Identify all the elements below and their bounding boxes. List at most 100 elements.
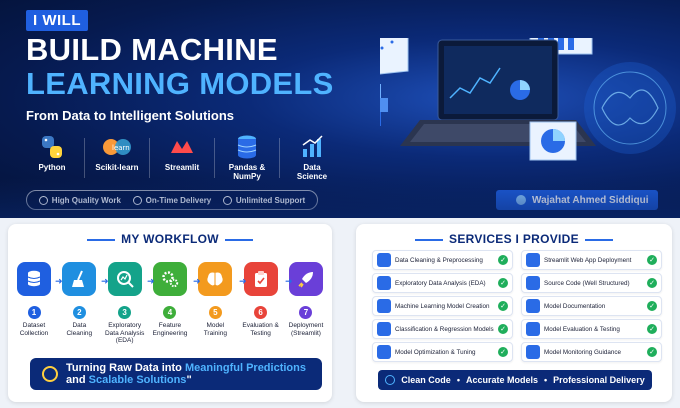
gauge-icon [377,345,391,359]
check-icon: ✓ [498,255,508,265]
tech-data-science: Data Science [286,134,338,181]
service-label: Streamlit Web App Deployment [544,256,632,264]
author-name: Wajahat Ahmed Siddiqui [532,194,649,206]
workflow-card: MY WORKFLOW 1 Dataset Collection 2 Data … [8,224,332,402]
service-label: Data Cleaning & Preprocessing [395,256,483,264]
step-label: Dataset Collection [19,322,49,337]
step-label: Data Cleaning [66,322,93,337]
services-footer: Clean Code • Accurate Models • Professio… [378,370,652,390]
service-label: Exploratory Data Analysis (EDA) [395,279,486,287]
brain-icon [198,262,233,296]
services-title: SERVICES I PROVIDE [356,232,672,246]
footer-item: Professional Delivery [553,375,645,385]
divider [279,138,280,178]
workflow-title: MY WORKFLOW [8,232,332,246]
service-item: Exploratory Data Analysis (EDA)✓ [372,273,513,293]
tech-python: Python [26,134,78,181]
service-label: Model Evaluation & Testing [544,325,620,333]
step-number: 5 [208,306,222,319]
check-icon: ✓ [498,324,508,334]
service-label: Model Optimization & Tuning [395,348,476,356]
laptop-illustration [380,38,676,161]
database-icon [232,134,262,160]
database-icon [17,262,51,296]
magnifier-chart-icon [107,262,142,296]
check-icon: ✓ [498,347,508,357]
divider [149,138,150,178]
tagline-text: Turning Raw Data into Meaningful Predict… [66,362,306,386]
headline-line1: BUILD MACHINE [26,32,278,67]
step-label: Feature Engineering [152,322,188,337]
step-number: 6 [254,306,268,319]
pie-chart-icon [529,121,577,161]
workflow-step: 2 Data Cleaning [57,262,101,345]
streamlit-icon [167,134,197,160]
subtitle: From Data to Intelligent Solutions [26,108,234,123]
python-icon [37,134,67,160]
tech-streamlit: Streamlit [156,134,208,181]
step-number: 1 [27,306,41,319]
service-item: Machine Learning Model Creation✓ [372,296,513,316]
services-column-right: Streamlit Web App Deployment ✓ Source Cod… [521,250,662,362]
service-label: Classification & Regression Models [395,325,494,333]
tagline-part: " [186,374,192,386]
step-number: 2 [72,306,86,319]
tagline-part: Turning Raw Data into [66,362,185,374]
tech-label: Pandas & NumPy [228,163,266,181]
service-label: Machine Learning Model Creation [395,302,490,310]
step-label: Evaluation & Testing [242,322,279,337]
workflow-steps: 1 Dataset Collection 2 Data Cleaning 3 E… [12,262,328,345]
hero-banner: I WILL BUILD MACHINE LEARNING MODELS Fro… [0,0,680,218]
arrow-icon: ➜ [147,276,155,286]
cloud-icon [526,253,540,267]
footer-item: Accurate Models [465,375,538,385]
arrow-icon: ➜ [285,276,293,286]
tech-label: Scikit-learn [95,163,139,172]
arrow-icon: ➜ [101,276,109,286]
gears-icon [152,262,187,296]
tech-scikit-learn: learn Scikit-learn [91,134,143,181]
feature-high-quality: High Quality Work [38,195,121,205]
bar-chart-icon [377,276,391,290]
workflow-step: 3 Exploratory Data Analysis (EDA) [103,262,147,345]
footer-separator: • [544,375,548,385]
monitor-chart-icon [526,322,540,336]
brain-icon [584,62,676,154]
service-label: Model Monitoring Guidance [544,348,622,356]
rocket-icon [288,262,323,296]
document-icon [526,299,540,313]
feature-label: High Quality Work [51,195,121,205]
service-item: Source Code (Well Structured)✓ [521,273,662,293]
service-item: Classification & Regression Models ✓ [372,319,513,339]
step-number: 3 [118,306,132,319]
footer-separator: • [456,375,460,385]
user-icon [516,195,526,205]
service-item: Model Optimization & Tuning ✓ [372,342,513,362]
tagline-highlight: Scalable Solutions [88,374,187,386]
service-label: Model Documentation [544,302,606,310]
service-label: Source Code (Well Structured) [544,279,630,287]
arrow-icon: ➜ [55,276,63,286]
clock-icon [132,195,142,205]
workflow-step: 7 Deployment (Streamlit) [284,262,328,345]
services-column-left: Data Cleaning & Preprocessing ✓ Explorato… [372,250,513,362]
tagline-banner: Turning Raw Data into Meaningful Predict… [30,358,322,390]
scatter-chart-icon [380,38,409,78]
divider [214,138,215,178]
workflow-step: 6 Evaluation & Testing [239,262,283,345]
check-icon: ✓ [647,347,657,357]
arrow-icon: ➜ [193,276,201,286]
headline-line2: LEARNING MODELS [26,66,334,101]
clipboard-check-icon [243,262,278,296]
services-list: Data Cleaning & Preprocessing ✓ Explorato… [372,250,662,362]
workflow-step: 5 Model Training [193,262,237,345]
i-will-badge: I WILL [26,10,88,31]
feature-label: On-Time Delivery [145,195,212,205]
service-item: Model Monitoring Guidance ✓ [521,342,662,362]
workflow-step: 1 Dataset Collection [12,262,56,345]
tech-label: Data Science [296,163,328,181]
step-label: Exploratory Data Analysis (EDA) [104,322,145,344]
service-item: Data Cleaning & Preprocessing ✓ [372,250,513,270]
footer-item: Clean Code [401,375,451,385]
arrow-icon: ➜ [239,276,247,286]
